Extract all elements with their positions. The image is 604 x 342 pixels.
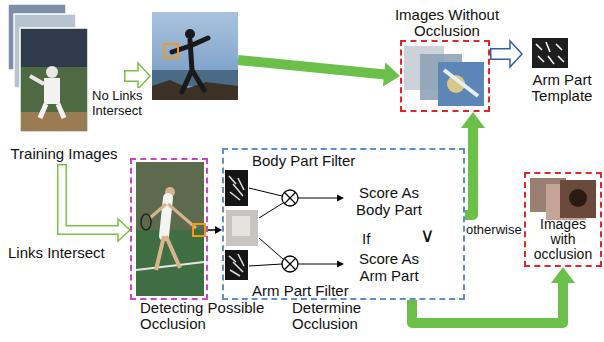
thumbnails-no-occlusion	[438, 62, 484, 106]
arrow-shaft	[62, 166, 120, 231]
photo-tennis	[141, 214, 151, 230]
photo-no-occlusion	[185, 29, 195, 39]
connector	[62, 164, 130, 241]
node-label: Images Without Occlusion	[377, 7, 517, 39]
arrow-head	[551, 267, 575, 283]
training-photo-stack	[8, 4, 88, 132]
edge-label: Links Intersect	[8, 244, 118, 261]
annotation-label: Score As Body Part	[349, 184, 429, 218]
arrow-shaft	[208, 229, 216, 231]
edge-label: otherwise	[466, 222, 522, 237]
arm-template-image	[536, 42, 564, 64]
connector	[208, 226, 222, 234]
image-stack-node: Training Images	[4, 0, 124, 164]
photo-tennis	[150, 204, 196, 228]
detect-box: Detecting Possible Occlusion	[130, 158, 208, 300]
node-text-holder: Images with occlusion	[528, 217, 598, 262]
arrow-shaft	[465, 127, 473, 215]
training-photo-stack	[46, 66, 58, 78]
arrow-shaft	[412, 282, 563, 323]
photo-tennis	[193, 224, 205, 236]
connector	[124, 60, 400, 89]
occlusion-box: Images with occlusion	[524, 172, 602, 267]
node-text-holder: Detecting Possible Occlusion	[140, 300, 275, 332]
part-filters	[229, 176, 244, 200]
photo-tennis	[156, 236, 180, 270]
node-text-holder: Determine Occlusion	[292, 300, 382, 332]
thumbnails-occlusion	[530, 178, 596, 220]
determine-box: Determine OcclusionBody Part FilterScore…	[222, 148, 465, 300]
arrow-head	[215, 226, 222, 234]
filter-product	[337, 195, 344, 202]
thumbnails-occlusion	[560, 180, 596, 218]
node-text-holder: Arm Part Template	[522, 72, 602, 104]
node-label: Detecting Possible Occlusion	[140, 300, 275, 332]
arm-template-image	[532, 38, 568, 68]
thumbnails-no-occlusion	[444, 70, 478, 96]
annotation-label: ∨	[420, 224, 435, 246]
arrow-shaft	[126, 72, 141, 81]
filter-product	[337, 261, 344, 268]
photo-no-occlusion	[164, 44, 178, 58]
part-filters	[229, 254, 244, 276]
arrow-shaft	[62, 164, 118, 230]
training-photo-stack	[21, 29, 87, 67]
photo-no-occlusion	[152, 12, 238, 100]
part-filters	[232, 216, 250, 236]
connector	[490, 41, 522, 67]
photo-no-occlusion	[152, 80, 238, 100]
photo-tennis	[136, 230, 204, 296]
training-photo-stack	[21, 112, 87, 131]
template-node: Arm Part Template	[522, 36, 602, 106]
node-label: Training Images	[4, 146, 124, 162]
node-text-holder: Images Without Occlusion	[377, 7, 517, 39]
annotation-label: Score As Arm Part	[349, 250, 429, 284]
annotation-label: Arm Part Filter	[252, 282, 349, 299]
part-filters	[225, 170, 248, 206]
part-filters	[225, 250, 248, 280]
edge-label: No Links Intersect	[92, 88, 148, 118]
training-photo-stack	[40, 104, 64, 118]
arrow-head	[383, 63, 400, 87]
thumbnails-no-occlusion	[404, 46, 484, 106]
filter-product	[284, 258, 295, 269]
arrow-shaft	[492, 50, 513, 59]
filter-product	[282, 256, 298, 272]
filter-product	[298, 198, 338, 264]
photo-tennis	[136, 262, 204, 270]
arm-template-image	[532, 38, 568, 68]
training-photo-stack	[44, 78, 60, 104]
filter-product	[282, 190, 298, 206]
training-photo-stack	[30, 76, 44, 84]
filter-product	[284, 192, 295, 203]
training-photo-stack	[20, 28, 88, 132]
photo-tennis	[136, 162, 205, 296]
image-set-box: Images Without Occlusion	[400, 40, 490, 112]
part-filters	[226, 210, 258, 246]
thumbnails-occlusion	[569, 189, 587, 207]
arrow-head	[461, 112, 485, 128]
node-label: Arm Part Template	[522, 72, 602, 104]
connector	[412, 267, 575, 323]
annotation-label: Body Part Filter	[252, 152, 355, 169]
filter-product	[249, 188, 344, 272]
part-filters	[225, 170, 258, 280]
arrow-shaft	[238, 60, 385, 75]
photo-no-occlusion	[152, 12, 238, 100]
node-label: Images with occlusion	[528, 217, 598, 262]
node-label: Determine Occlusion	[292, 300, 382, 332]
annotation-label: If	[362, 230, 370, 247]
node-text-holder: Training Images	[4, 146, 124, 162]
filter-product	[249, 188, 283, 266]
